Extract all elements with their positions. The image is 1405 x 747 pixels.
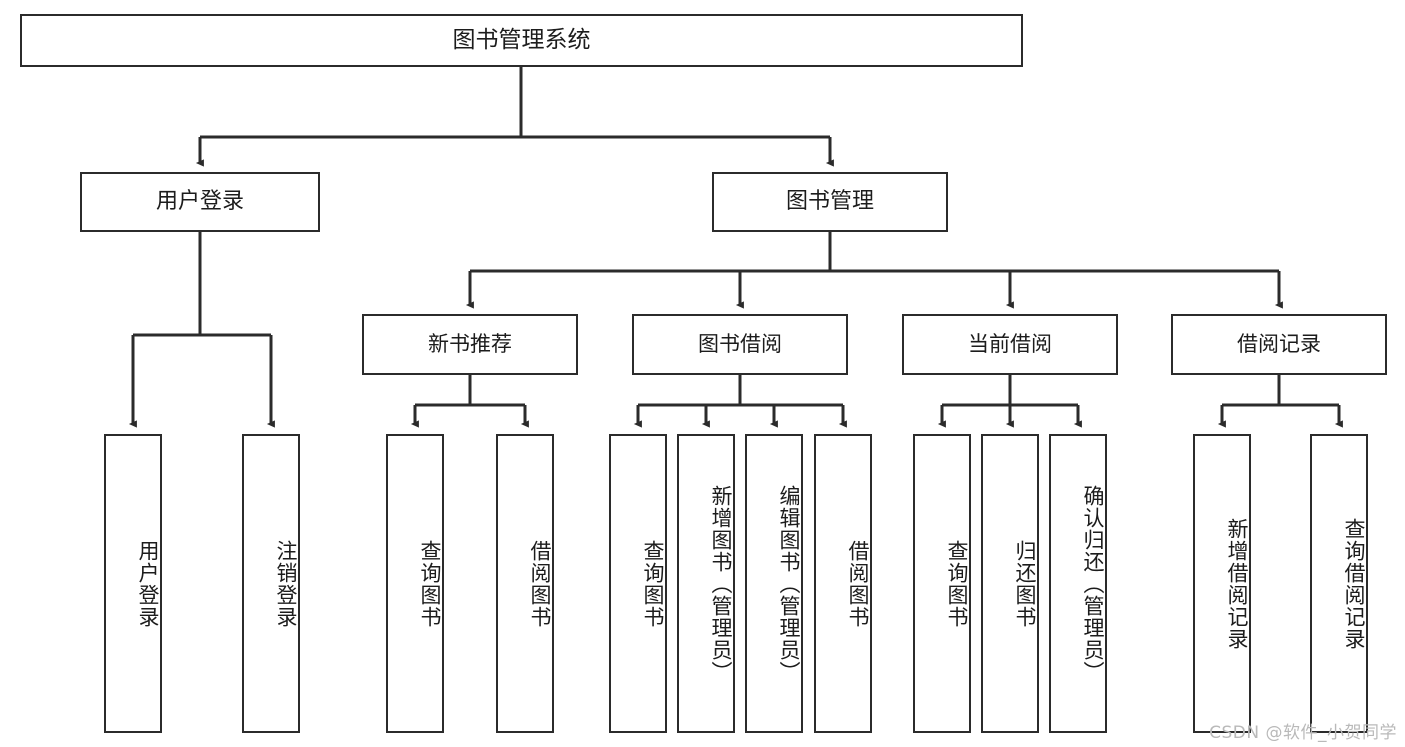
leaf-borrow-book-recommend[interactable]: 借阅图书	[496, 434, 554, 733]
node-label: 当前借阅	[968, 332, 1052, 357]
node-label: 借阅图书	[528, 539, 552, 628]
node-book-management[interactable]: 图书管理	[712, 172, 948, 232]
node-label: 归还图书	[1013, 539, 1037, 628]
leaf-query-book-borrow[interactable]: 查询图书	[609, 434, 667, 733]
node-label: 新增借阅记录	[1225, 517, 1249, 650]
node-label: 确认归还（管理员）	[1081, 484, 1105, 683]
leaf-return-book[interactable]: 归还图书	[981, 434, 1039, 733]
node-label: 图书管理系统	[452, 26, 591, 53]
leaf-query-borrow-record[interactable]: 查询借阅记录	[1310, 434, 1368, 733]
leaf-user-login[interactable]: 用户登录	[104, 434, 162, 733]
node-label: 查询图书	[641, 539, 665, 628]
node-label: 用户登录	[136, 539, 160, 628]
node-borrow-record[interactable]: 借阅记录	[1171, 314, 1387, 375]
node-root-system[interactable]: 图书管理系统	[20, 14, 1023, 67]
node-new-book-recommend[interactable]: 新书推荐	[362, 314, 578, 375]
node-label: 借阅记录	[1237, 332, 1321, 357]
node-label: 查询图书	[418, 539, 442, 628]
node-label: 借阅图书	[846, 539, 870, 628]
leaf-add-book-admin[interactable]: 新增图书（管理员）	[677, 434, 735, 733]
node-label: 查询图书	[945, 539, 969, 628]
leaf-add-borrow-record[interactable]: 新增借阅记录	[1193, 434, 1251, 733]
node-label: 编辑图书（管理员）	[777, 484, 801, 683]
leaf-borrow-book[interactable]: 借阅图书	[814, 434, 872, 733]
leaf-confirm-return-admin[interactable]: 确认归还（管理员）	[1049, 434, 1107, 733]
node-label: 查询借阅记录	[1342, 517, 1366, 650]
leaf-logout[interactable]: 注销登录	[242, 434, 300, 733]
node-label: 图书借阅	[698, 332, 782, 357]
node-current-borrow[interactable]: 当前借阅	[902, 314, 1118, 375]
leaf-query-book-current[interactable]: 查询图书	[913, 434, 971, 733]
node-user-login[interactable]: 用户登录	[80, 172, 320, 232]
node-label: 图书管理	[785, 189, 874, 215]
leaf-query-book-recommend[interactable]: 查询图书	[386, 434, 444, 733]
node-book-borrow[interactable]: 图书借阅	[632, 314, 848, 375]
node-label: 新增图书（管理员）	[709, 484, 733, 683]
node-label: 新书推荐	[428, 332, 512, 357]
watermark-text: CSDN @软件_小贺同学	[1209, 723, 1397, 743]
leaf-edit-book-admin[interactable]: 编辑图书（管理员）	[745, 434, 803, 733]
node-label: 注销登录	[274, 539, 298, 628]
node-label: 用户登录	[155, 189, 244, 215]
